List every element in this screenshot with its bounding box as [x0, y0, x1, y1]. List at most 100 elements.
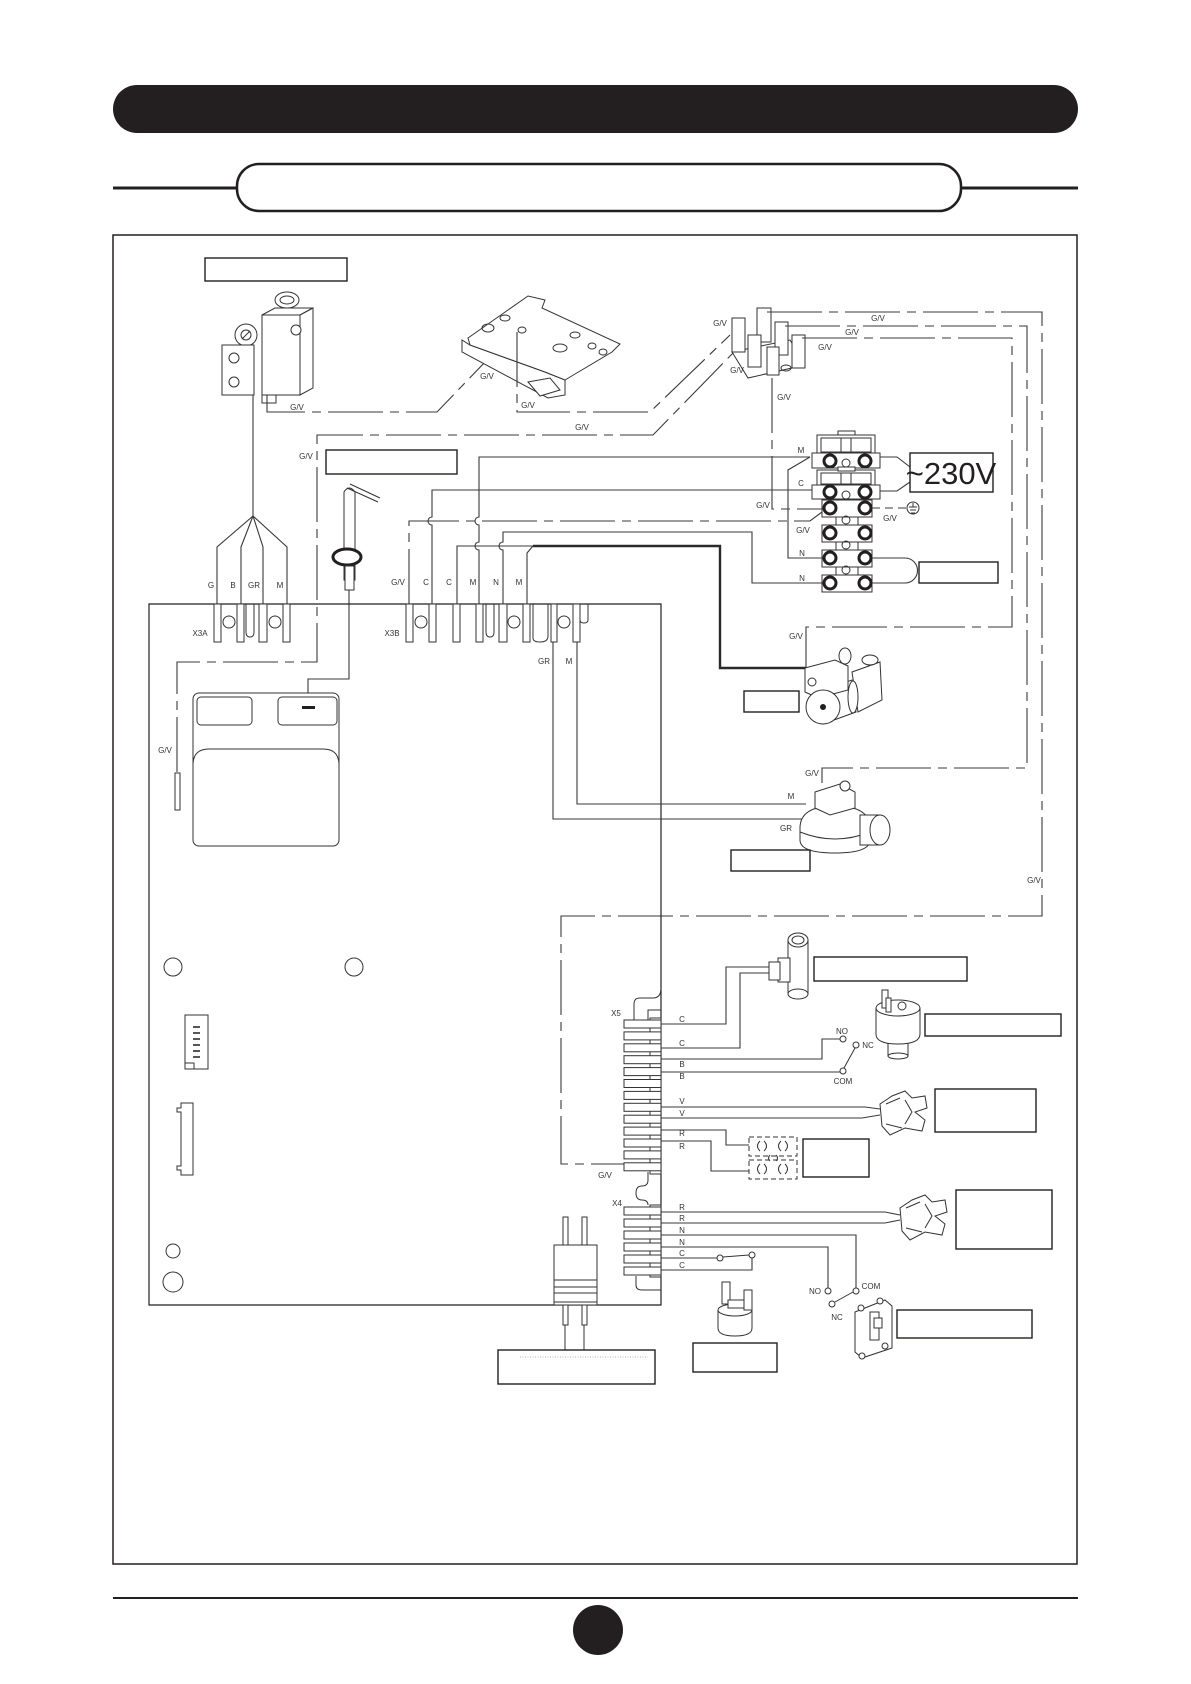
gas-valve-earth-wire	[266, 359, 488, 413]
ignition-transformer-label-box	[497, 1349, 656, 1385]
earth-label: G/V	[883, 514, 897, 523]
earth-label: G/V	[598, 1171, 612, 1180]
connector-pin	[623, 1043, 662, 1053]
earth-label: G/V	[777, 393, 791, 402]
x3b-wire-c2	[456, 545, 533, 604]
connector-pin	[623, 1266, 662, 1276]
x3b-wire-label: G/V	[391, 578, 405, 587]
x5-contact-com: COM	[834, 1077, 853, 1086]
ignition-electrode-icon	[331, 483, 381, 591]
gas-valve-wire-m: M	[277, 581, 284, 590]
earth-label: G/V	[845, 328, 859, 337]
terminal-link-wire	[787, 456, 822, 559]
dashed-component-icon	[748, 1136, 798, 1180]
x4-switch	[824, 1287, 860, 1308]
connector-pin	[623, 1254, 662, 1264]
x5-wire-label: B	[679, 1060, 684, 1069]
ntc-sensor-1-label-box	[934, 1088, 1037, 1133]
x3b-wire-m1	[474, 456, 810, 604]
x3b-wire-n	[498, 531, 822, 604]
x4-wire-r2	[661, 1219, 901, 1224]
x5-contact-nc: NC	[862, 1041, 874, 1050]
x4-wire-label: R	[679, 1203, 685, 1212]
x5-wire-v1	[661, 1106, 881, 1110]
connector-pin	[623, 1055, 662, 1065]
earth-tab-icon	[174, 772, 181, 811]
display-module	[192, 692, 340, 847]
supply-voltage-label: ~230V	[906, 456, 997, 491]
x3b-wire-label: C	[423, 578, 429, 587]
pump-supply-wire	[533, 544, 806, 670]
connector-pin	[623, 1102, 662, 1112]
electrode-terminal-icon	[302, 706, 315, 709]
earth-label: G/V	[480, 372, 494, 381]
x5-label: X5	[611, 1009, 621, 1018]
terminal-label-m: M	[798, 446, 805, 455]
connector-pin	[623, 1067, 662, 1077]
x3b-wire-label: M	[470, 578, 477, 587]
microswitch-label-box	[896, 1309, 1033, 1339]
x5-pins	[623, 1019, 662, 1172]
earth-label: G/V	[158, 746, 172, 755]
connector-pin	[623, 1230, 662, 1240]
pressure-sensor-label-box	[924, 1013, 1062, 1037]
x4-wire-r1	[661, 1211, 901, 1216]
fan-wire-m	[576, 642, 806, 805]
x4-contact-no: NO	[809, 1287, 821, 1296]
connector-pin	[623, 1031, 662, 1041]
earth-label: G/V	[521, 401, 535, 410]
connector-pin	[623, 1162, 662, 1172]
electrode-wire	[307, 590, 350, 708]
gas-valve-harness	[216, 395, 288, 604]
fan-label-m: M	[788, 792, 795, 801]
gas-valve-icon	[221, 291, 314, 404]
x3b-wire-label: N	[493, 578, 499, 587]
connector-pin	[623, 1114, 662, 1124]
x3b-wire-label: C	[446, 578, 452, 587]
earth-label: G/V	[818, 343, 832, 352]
earth-wire-block-to-terminals	[771, 378, 822, 510]
diagram-frame	[112, 234, 1078, 1565]
terminal-block-label-box	[918, 561, 999, 584]
x5-wire-label: R	[679, 1129, 685, 1138]
x5-wire-r1	[661, 1129, 749, 1146]
pressure-sensor-icon	[875, 989, 921, 1060]
x5-contact-no: NO	[836, 1027, 848, 1036]
pressure-switch-icon	[768, 932, 809, 1000]
x3b-earth-wire	[408, 511, 823, 604]
earth-label: G/V	[796, 526, 810, 535]
x5-wire-label: C	[679, 1015, 685, 1024]
ground-icon	[906, 501, 920, 515]
pump-icon	[804, 647, 883, 725]
section-title-box	[235, 162, 963, 213]
x4-wire-label: C	[679, 1249, 685, 1258]
electrode-label-box	[325, 449, 458, 475]
ntc-sensor-1-icon	[879, 1090, 928, 1136]
neutral-bridge-loop	[872, 557, 919, 584]
board-slot-connector	[176, 1102, 194, 1176]
fan-label-gr: GR	[780, 824, 792, 833]
connector-pin	[623, 1019, 662, 1029]
x3b-wire-label: M	[516, 578, 523, 587]
header-bar	[113, 85, 1078, 133]
x4-wire-n2	[661, 1246, 829, 1288]
gas-valve-wire-g: G	[208, 581, 214, 590]
connector-pin	[623, 1150, 662, 1160]
earth-wire-to-fan	[785, 325, 1028, 783]
earth-wire-to-pump	[802, 337, 1013, 668]
gas-valve-wire-gr: GR	[248, 581, 260, 590]
x5-switch	[839, 1035, 860, 1075]
x5-wire-label: C	[679, 1039, 685, 1048]
x5-wire-r2	[661, 1140, 749, 1172]
x5-wire-label: V	[679, 1109, 685, 1118]
x3b-wire-m2	[526, 545, 534, 604]
x4-label: X4	[612, 1199, 622, 1208]
earth-label: G/V	[871, 314, 885, 323]
earth-label: G/V	[756, 501, 770, 510]
fan-board-wire-label: GR	[538, 657, 550, 666]
dashed-component-label-box	[802, 1138, 870, 1178]
mains-terminal-block	[811, 430, 881, 593]
microswitch-icon	[854, 1297, 893, 1360]
x3b-label: X3B	[384, 629, 399, 638]
